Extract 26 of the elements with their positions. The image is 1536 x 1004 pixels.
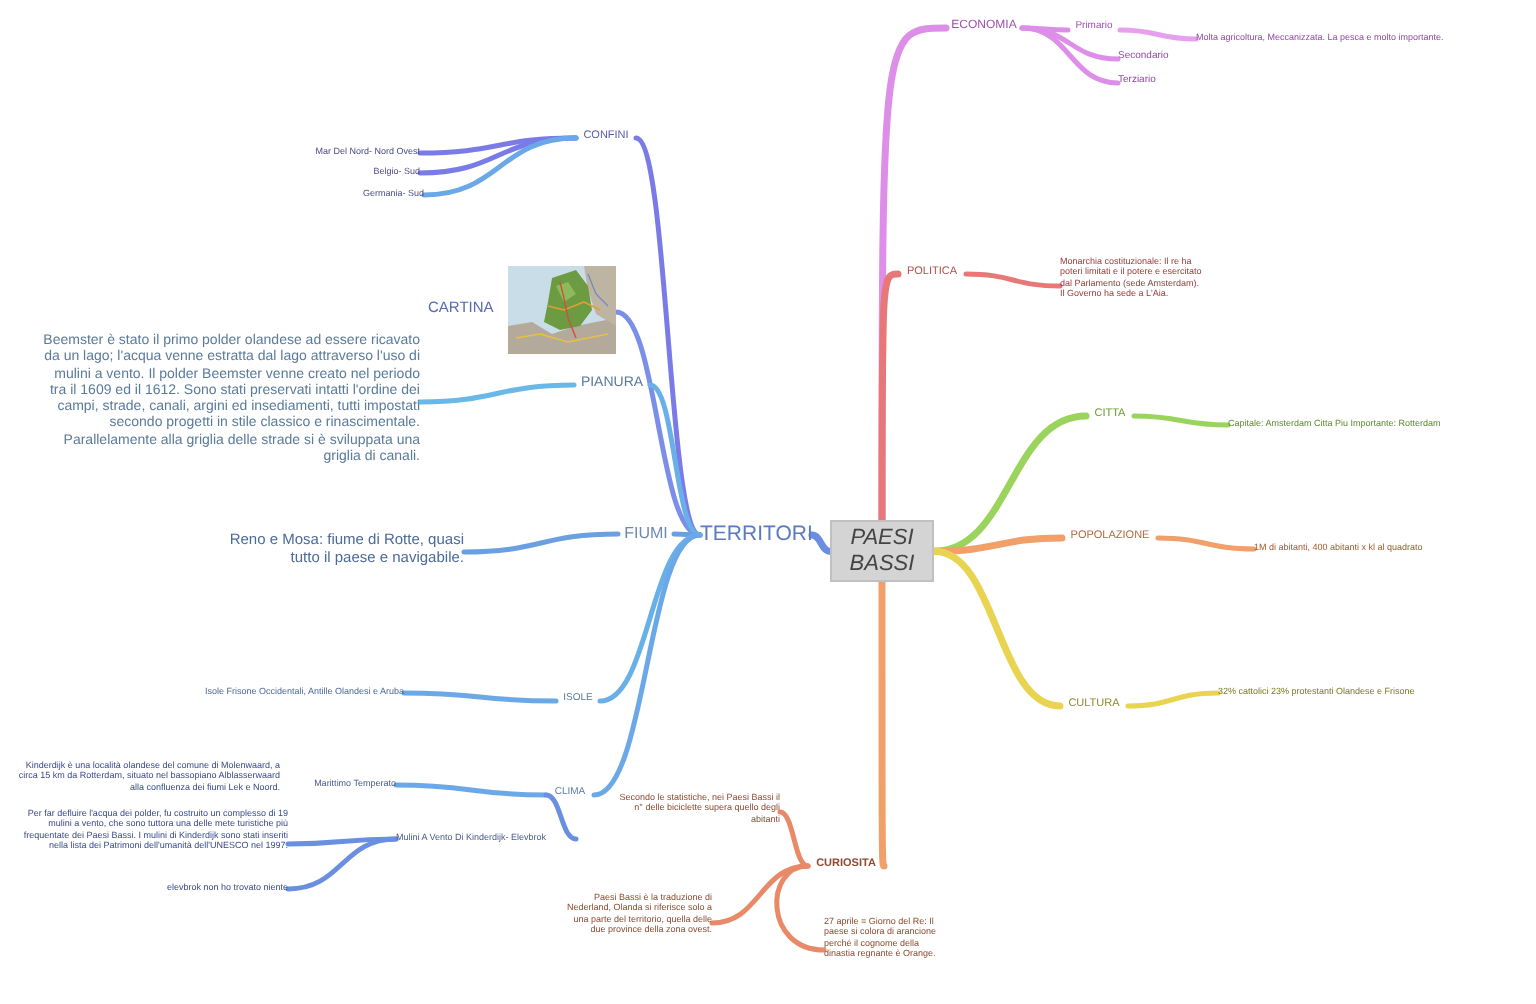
branch-line [401, 690, 559, 704]
branch-line [777, 809, 811, 869]
branch-line [421, 135, 579, 198]
branch-label: TERRITORI [700, 522, 812, 548]
branch-line [808, 531, 834, 555]
topic-box: PAESI BASSI [830, 520, 934, 583]
branch-line [774, 863, 827, 953]
branch-line [543, 792, 579, 842]
branch-line [1019, 25, 1121, 86]
branch-line [417, 382, 577, 405]
branch-line [878, 579, 888, 870]
branch-line [963, 271, 1063, 289]
branch-line [1155, 535, 1257, 552]
branch-line [930, 547, 1064, 710]
branch-line [591, 532, 703, 798]
branch-line [671, 531, 703, 538]
branch-line [285, 836, 399, 892]
branch-line [633, 135, 703, 538]
branch-line [393, 782, 549, 798]
branch-label: FIUMI [618, 524, 674, 544]
branch-line [1117, 27, 1199, 42]
branch-line [878, 270, 902, 524]
branch-line [647, 382, 703, 538]
branch-line [461, 531, 621, 555]
branch-line [1131, 413, 1231, 428]
branch-line [1125, 690, 1221, 709]
